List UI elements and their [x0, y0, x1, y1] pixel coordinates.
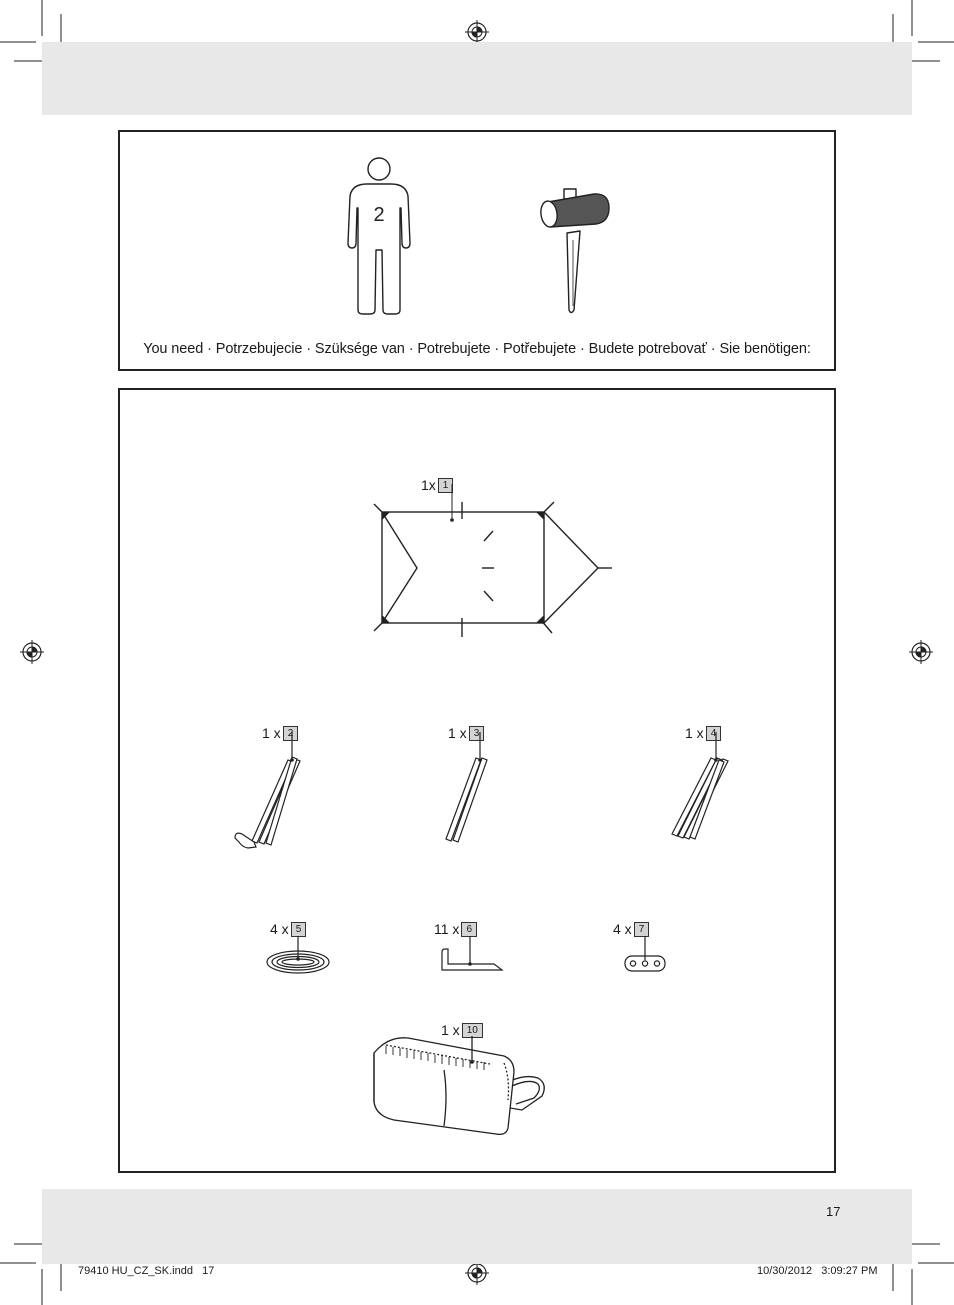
requirements-box: 2 You need · Potrzebujecie · Szüksége va…	[118, 130, 836, 371]
person-icon: 2	[347, 157, 411, 315]
requirements-caption: You need · Potrzebujecie · Szüksége van …	[143, 341, 811, 357]
footer-band	[42, 1189, 912, 1264]
slug-file-info: 79410 HU_CZ_SK.indd 17	[78, 1265, 215, 1277]
tent-illustration	[373, 484, 612, 637]
header-band	[42, 42, 912, 115]
pole-bundles	[234, 732, 729, 849]
small-parts	[266, 936, 666, 974]
slug-timestamp: 10/30/2012 3:09:27 PM	[757, 1265, 878, 1277]
page-number: 17	[826, 1204, 841, 1219]
person-count: 2	[373, 204, 384, 226]
storage-bag-illustration	[373, 1036, 545, 1136]
mallet-icon	[540, 188, 610, 314]
